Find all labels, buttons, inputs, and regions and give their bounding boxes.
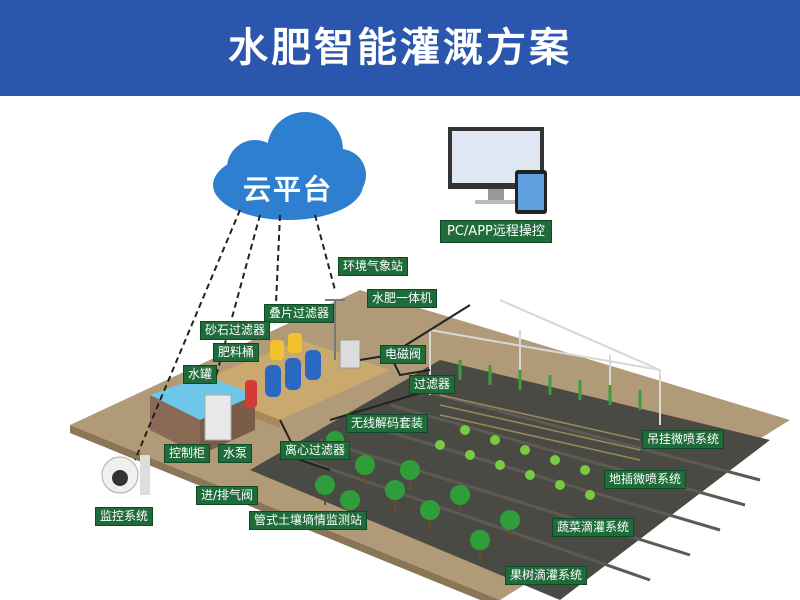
- header-bar: 水肥智能灌溉方案: [0, 0, 800, 96]
- page-title: 水肥智能灌溉方案: [228, 25, 572, 71]
- label-water-tank: 水罐: [183, 365, 218, 384]
- label-control-cabinet: 控制柜: [164, 444, 211, 463]
- vegetable-plants: [435, 425, 625, 500]
- label-fruit-drip: 果树滴灌系统: [505, 566, 588, 585]
- label-fertilizer-bucket: 肥料桶: [213, 343, 260, 362]
- cloud-shape: [213, 112, 366, 220]
- label-weather-station: 环境气象站: [338, 257, 409, 276]
- weather-station: [325, 299, 345, 360]
- label-air-valve: 进/排气阀: [196, 486, 259, 505]
- water-tank-box: [150, 375, 255, 420]
- label-vegetable-drip: 蔬菜滴灌系统: [552, 518, 635, 537]
- label-filter: 过滤器: [409, 375, 456, 394]
- label-wireless-decoder: 无线解码套装: [346, 414, 429, 433]
- fruit-trees: [291, 431, 520, 560]
- label-hanging-spray: 吊挂微喷系统: [642, 430, 725, 449]
- camera-device: [101, 455, 150, 495]
- label-solenoid-valve: 电磁阀: [380, 345, 427, 364]
- filter-tanks: [245, 333, 321, 408]
- label-fertigation-machine: 水肥一体机: [367, 289, 438, 308]
- computer-monitor: [448, 127, 547, 214]
- label-remote-control: PC/APP远程操控: [440, 220, 552, 243]
- label-centrifugal-filter: 离心过滤器: [280, 441, 351, 460]
- control-cabinet-body: [204, 394, 232, 441]
- greenhouse-plants: [458, 360, 642, 410]
- label-disc-filter: 叠片过滤器: [264, 304, 335, 323]
- label-pump: 水泵: [218, 444, 253, 463]
- label-ground-spray: 地插微喷系统: [604, 470, 687, 489]
- label-soil-station: 管式土壤墒情监测站: [249, 511, 368, 530]
- fertigation-machine-body: [339, 339, 361, 369]
- label-sand-filter: 砂石过滤器: [200, 321, 271, 340]
- label-monitoring-system: 监控系统: [95, 507, 154, 526]
- cloud-platform-label: 云平台: [242, 173, 333, 206]
